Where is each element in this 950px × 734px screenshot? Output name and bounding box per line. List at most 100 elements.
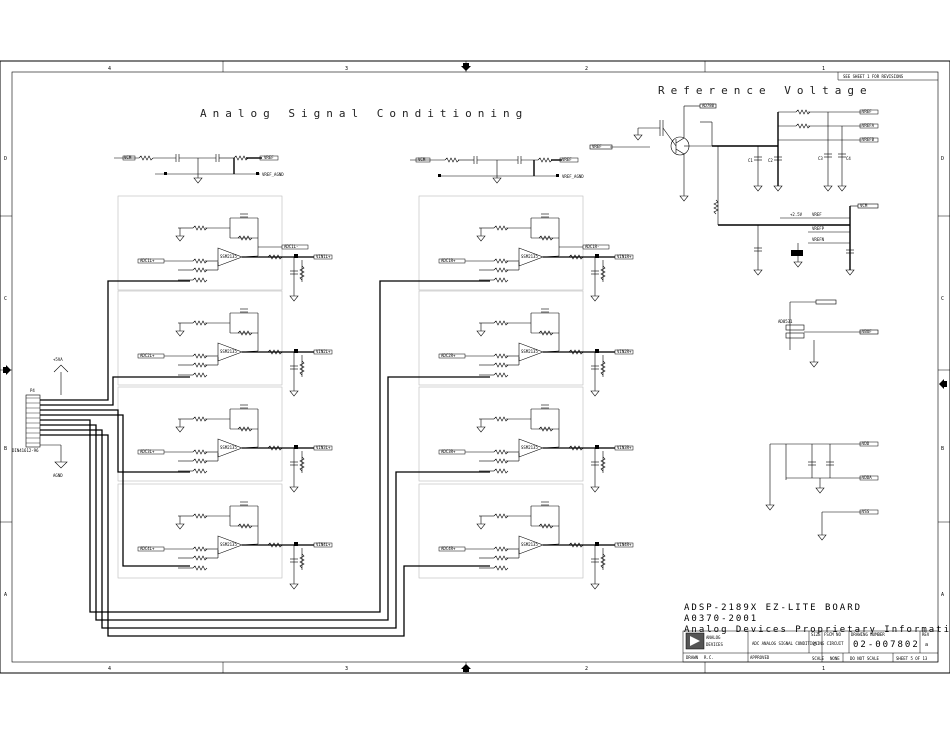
dns-label: DO NOT SCALE xyxy=(850,656,879,661)
power-net-vss: VSS xyxy=(862,509,870,514)
channel-right-1-input2-label: ADC1R- xyxy=(585,244,599,249)
channel-left-4-opamp-label: SSM2135 xyxy=(220,542,237,547)
ref-net-p: VREFP xyxy=(812,226,825,231)
channel-left-1-output-label: VIN1L+ xyxy=(316,254,331,259)
channel-right-3-opamp-label: SSM2135 xyxy=(521,445,538,450)
size-value: C xyxy=(813,642,816,648)
arrow-up-icon xyxy=(461,664,471,672)
zone-bottom-4: 4 xyxy=(108,666,111,672)
vref-left-label: VREF xyxy=(264,155,274,160)
top-middle-chain xyxy=(410,156,562,184)
vref-right-label: VREF xyxy=(562,157,572,162)
channel-right-4: ADC4R+ SSM2135 VIN4R+ xyxy=(418,483,634,590)
ref-net-vcm: VCM xyxy=(860,203,868,208)
drawn-by: R.C. xyxy=(704,655,714,660)
channel-left-3-input-label: ADC3L+ xyxy=(140,449,155,454)
rev-value: a xyxy=(925,642,928,648)
ref-cap-c1: C1 xyxy=(748,158,753,163)
arrow-down-icon xyxy=(461,63,471,71)
company-line: Analog Devices Proprietary Information xyxy=(684,625,950,635)
channel-left-1-input2-label: ADC1L- xyxy=(284,244,298,249)
drawing-label: DRAWING NUMBER xyxy=(851,632,885,637)
channel-right-4-opamp-label: SSM2135 xyxy=(521,542,538,547)
power-filter-circuit xyxy=(765,443,862,541)
doc-number: A0370-2001 xyxy=(684,614,758,624)
approved-label: APPROVED xyxy=(750,655,770,660)
zone-right-a: A xyxy=(941,592,944,598)
drawing-number: 02-007802 xyxy=(853,640,920,650)
zone-bottom-3: 3 xyxy=(345,666,348,672)
ref-mid-sub-label: VREF xyxy=(812,212,822,217)
channel-left-2-opamp-label: SSM2135 xyxy=(220,349,237,354)
connector-part-label: DIN41612-96 xyxy=(12,448,39,453)
sheet-outer-border xyxy=(0,60,950,674)
ref-device-label: AD780 xyxy=(702,103,715,108)
channel-right-4-input-label: ADC4R+ xyxy=(441,546,456,551)
zone-top-3: 3 xyxy=(345,66,348,72)
vcm-left-label: VCM xyxy=(124,155,132,160)
zone-right-c: C xyxy=(941,296,944,302)
vref-agnd-right-label: VREF_AGND xyxy=(562,174,584,179)
sheet-count: SHEET 5 OF 13 xyxy=(896,656,928,661)
analog-signal-title: Analog Signal Conditioning xyxy=(200,107,528,120)
connector-ground-label: AGND xyxy=(53,473,63,478)
scale-label: SCALE xyxy=(812,656,825,661)
centering-arrows xyxy=(3,63,947,672)
zone-top-4: 4 xyxy=(108,66,111,72)
channel-right-2-output-label: VIN2R+ xyxy=(617,349,632,354)
channel-left-4: ADC4L+ SSM2135 VIN4L+ xyxy=(117,483,333,590)
zone-left-c: C xyxy=(4,296,7,302)
reference-circuit xyxy=(589,103,879,368)
zone-ticks xyxy=(0,61,950,673)
ref-ic-label: AD8531 xyxy=(778,319,793,324)
zone-right-d: D xyxy=(941,156,944,162)
channel-left-2-input-label: ADC2L+ xyxy=(140,353,155,358)
connector-ref-label: P4 xyxy=(30,388,35,393)
zone-left-d: D xyxy=(4,156,7,162)
ref-out-0: VREF xyxy=(862,109,872,114)
zone-left-b: B xyxy=(4,446,7,452)
size-label: SIZE xyxy=(811,632,821,637)
analog-devices-logo-icon xyxy=(690,636,700,646)
channel-left-1-opamp-label: SSM2135 xyxy=(220,254,237,259)
revision-note: SEE SHEET 1 FOR REVISIONS xyxy=(843,74,904,79)
reference-voltage-title: Reference Voltage xyxy=(658,84,873,97)
zone-top-1: 1 xyxy=(822,66,825,72)
ref-input-label: VREF xyxy=(592,144,602,149)
title-block: ADSP-2189X EZ-LITE BOARD A0370-2001 Anal… xyxy=(682,603,950,663)
ref-mid-label: +2.5V xyxy=(790,212,803,217)
drawn-label: DRAWN xyxy=(686,655,699,660)
arrow-left-icon xyxy=(939,379,947,389)
channel-left-3-output-label: VIN3L+ xyxy=(316,445,331,450)
zone-left-a: A xyxy=(4,592,7,598)
rev-label: REV xyxy=(922,632,930,637)
channel-right-2-input-label: ADC2R+ xyxy=(441,353,456,358)
zone-bottom-1: 1 xyxy=(822,666,825,672)
sheet-inner-border xyxy=(11,71,939,663)
channel-left-4-input-label: ADC4L+ xyxy=(140,546,155,551)
channel-right-1-output-label: VIN1R+ xyxy=(617,254,632,259)
sheet-title: ADC ANALOG SIGNAL CONDITIONING CIRCUIT xyxy=(752,641,844,646)
channel-right-3-output-label: VIN3R+ xyxy=(617,445,632,450)
ref-cap-c4: C4 xyxy=(846,156,851,161)
zone-right-b: B xyxy=(941,446,944,452)
top-left-chain xyxy=(114,154,262,184)
channel-right-4-output-label: VIN4R+ xyxy=(617,542,632,547)
ref-cap-c3: C3 xyxy=(818,156,823,161)
channel-right-1-opamp-label: SSM2135 xyxy=(521,254,538,259)
board-name: ADSP-2189X EZ-LITE BOARD xyxy=(684,603,862,613)
power-net-vdda: VDDA xyxy=(862,475,872,480)
zone-bottom-2: 2 xyxy=(585,666,588,672)
ref-out-1: VREFA xyxy=(862,123,875,128)
arrow-right-icon xyxy=(3,365,11,375)
ref-out-2: VREFB xyxy=(862,137,875,142)
channel-left-3-opamp-label: SSM2135 xyxy=(220,445,237,450)
ref-buf-out: VBUF xyxy=(862,329,872,334)
signal-bus xyxy=(40,280,490,637)
channel-left-4-output-label: VIN4L+ xyxy=(316,542,331,547)
